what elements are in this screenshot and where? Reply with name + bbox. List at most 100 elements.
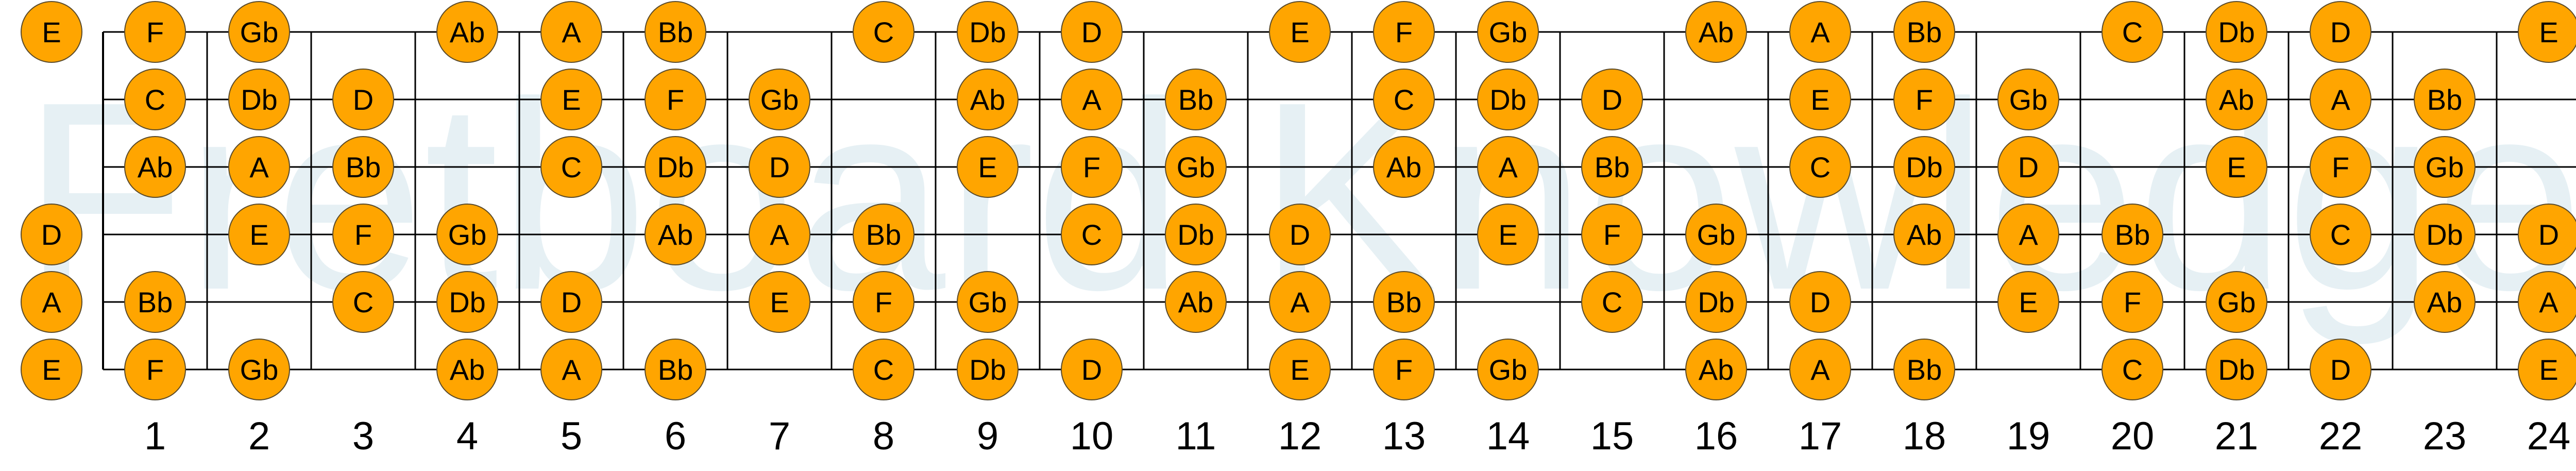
note-label: A <box>2539 286 2558 318</box>
note-label: Gb <box>2426 151 2464 183</box>
note-label: D <box>561 286 582 318</box>
note-label: C <box>2122 16 2143 48</box>
note-marker: E <box>1789 69 1851 130</box>
note-label: Db <box>2218 16 2255 48</box>
note-label: D <box>1290 218 1310 251</box>
fret-number: 24 <box>2527 414 2571 458</box>
note-circle <box>1061 204 1123 265</box>
note-marker: E <box>1477 204 1539 265</box>
note-marker: Db <box>2206 339 2267 400</box>
note-marker: C <box>1789 136 1851 198</box>
note-marker: Gb <box>1477 1 1539 63</box>
note-label: E <box>562 83 581 116</box>
note-circle <box>749 136 810 198</box>
note-circle <box>1997 204 2059 265</box>
note-marker: Db <box>957 1 1019 63</box>
note-label: F <box>1395 354 1413 386</box>
note-circle <box>1165 69 1227 130</box>
note-circle <box>1893 136 1955 198</box>
fret-number: 10 <box>1070 414 1114 458</box>
note-marker: Bb <box>124 271 186 333</box>
note-marker: Ab <box>1685 1 1747 63</box>
note-circle <box>2310 1 2371 63</box>
note-marker: A <box>228 136 290 198</box>
note-label: E <box>978 151 997 183</box>
note-label: Bb <box>1907 16 1942 48</box>
note-circle <box>645 136 706 198</box>
note-label: A <box>1082 83 1101 116</box>
note-label: D <box>2330 354 2351 386</box>
note-label: C <box>353 286 374 318</box>
fret-number: 2 <box>248 414 270 458</box>
note-marker: A <box>749 204 810 265</box>
fret-number: 17 <box>1799 414 1842 458</box>
note-circle <box>1477 204 1539 265</box>
note-label: A <box>249 151 269 183</box>
note-marker: E <box>21 1 82 63</box>
note-marker: Gb <box>957 271 1019 333</box>
note-label: D <box>1081 16 1102 48</box>
note-marker: Bb <box>853 204 914 265</box>
note-circle <box>1789 136 1851 198</box>
note-marker: Bb <box>332 136 394 198</box>
note-marker: F <box>645 69 706 130</box>
note-circle <box>645 339 706 400</box>
note-circle <box>1685 1 1747 63</box>
note-marker: A <box>1789 339 1851 400</box>
note-label: F <box>146 354 164 386</box>
note-label: Bb <box>1907 354 1942 386</box>
note-circle <box>21 1 82 63</box>
fret-number: 7 <box>769 414 790 458</box>
note-marker: Bb <box>1165 69 1227 130</box>
note-marker: C <box>540 136 602 198</box>
note-marker: E <box>21 339 82 400</box>
note-label: A <box>2019 218 2038 251</box>
note-label: D <box>2018 151 2039 183</box>
note-circle <box>21 271 82 333</box>
note-circle <box>2206 1 2267 63</box>
note-circle <box>2102 271 2163 333</box>
note-label: E <box>770 286 789 318</box>
note-label: E <box>1290 354 1309 386</box>
note-label: Db <box>2218 354 2255 386</box>
note-marker: Ab <box>436 339 498 400</box>
fret-number: 5 <box>561 414 582 458</box>
note-circle <box>124 1 186 63</box>
note-label: D <box>769 151 790 183</box>
note-marker: C <box>2310 204 2371 265</box>
note-label: A <box>1810 16 1830 48</box>
note-label: D <box>353 83 374 116</box>
note-marker: D <box>21 204 82 265</box>
note-circle <box>2518 1 2576 63</box>
note-marker: F <box>1373 1 1435 63</box>
note-marker: E <box>228 204 290 265</box>
note-marker: Bb <box>2102 204 2163 265</box>
note-marker: E <box>2206 136 2267 198</box>
note-label: A <box>2331 83 2350 116</box>
note-circle <box>2310 136 2371 198</box>
note-label: E <box>42 16 61 48</box>
note-label: E <box>2539 16 2558 48</box>
note-circle <box>21 339 82 400</box>
note-label: Bb <box>866 218 902 251</box>
note-circle <box>1789 69 1851 130</box>
note-circle <box>1893 204 1955 265</box>
note-circle <box>1685 204 1747 265</box>
note-circle <box>1477 1 1539 63</box>
note-marker: D <box>1581 69 1643 130</box>
note-circle <box>1789 339 1851 400</box>
note-circle <box>2414 69 2476 130</box>
note-marker: C <box>853 339 914 400</box>
note-label: Bb <box>658 16 693 48</box>
fret-number: 3 <box>352 414 374 458</box>
note-label: F <box>667 83 684 116</box>
note-label: Bb <box>1178 83 1214 116</box>
note-circle <box>2414 271 2476 333</box>
note-circle <box>228 69 290 130</box>
note-marker: D <box>749 136 810 198</box>
note-marker: F <box>332 204 394 265</box>
fret-number: 12 <box>1278 414 1322 458</box>
note-circle <box>2310 204 2371 265</box>
note-circle <box>124 339 186 400</box>
